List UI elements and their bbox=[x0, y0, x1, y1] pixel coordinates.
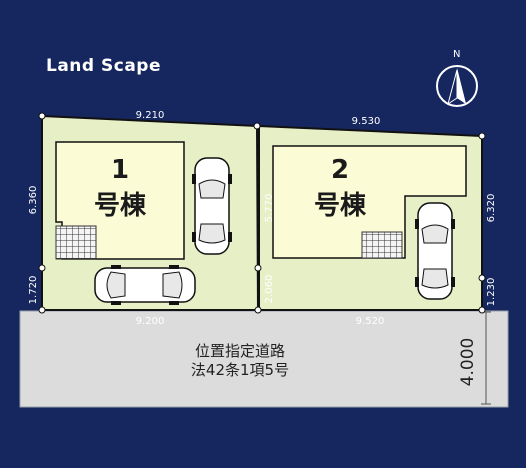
lot-1-label: 号棟 bbox=[94, 191, 147, 221]
dim-mid-lower: 2.060 bbox=[264, 275, 275, 304]
compass-north-label: N bbox=[453, 49, 460, 60]
lot-1-number: 1 bbox=[111, 155, 129, 185]
dim-lot1-left: 6.360 bbox=[28, 186, 39, 215]
dim-lot2-bottom: 9.520 bbox=[356, 316, 385, 327]
brand-title: Land Scape bbox=[46, 56, 161, 76]
road-name-line1: 位置指定道路 bbox=[195, 342, 285, 360]
car-icon-lot1-horizontal bbox=[94, 265, 196, 305]
dim-mid-upper: 5.770 bbox=[264, 194, 275, 223]
lot-1-deck bbox=[55, 225, 97, 260]
dim-lot2-top: 9.530 bbox=[352, 116, 381, 127]
lot-2-number: 2 bbox=[331, 155, 349, 185]
lot-2-label: 号棟 bbox=[314, 191, 367, 221]
lot-2-building bbox=[272, 145, 467, 259]
boundary-markers bbox=[38, 112, 486, 314]
road-name-line2: 法42条1項5号 bbox=[191, 361, 289, 379]
car-icon-lot2-vertical bbox=[415, 202, 455, 300]
lot-2-deck bbox=[361, 231, 403, 259]
dim-lot1-top: 9.210 bbox=[136, 110, 165, 121]
road-width-label: 4.000 bbox=[458, 338, 478, 387]
dim-lot2-right-lower: 1.230 bbox=[486, 278, 497, 307]
road-area bbox=[19, 310, 509, 408]
dim-lot2-right: 6.320 bbox=[486, 194, 497, 223]
dim-lot1-bottom: 9.200 bbox=[136, 316, 165, 327]
dim-lot1-left-lower: 1.720 bbox=[28, 276, 39, 305]
car-icon-lot1-vertical bbox=[192, 157, 232, 255]
compass-icon bbox=[436, 65, 478, 107]
